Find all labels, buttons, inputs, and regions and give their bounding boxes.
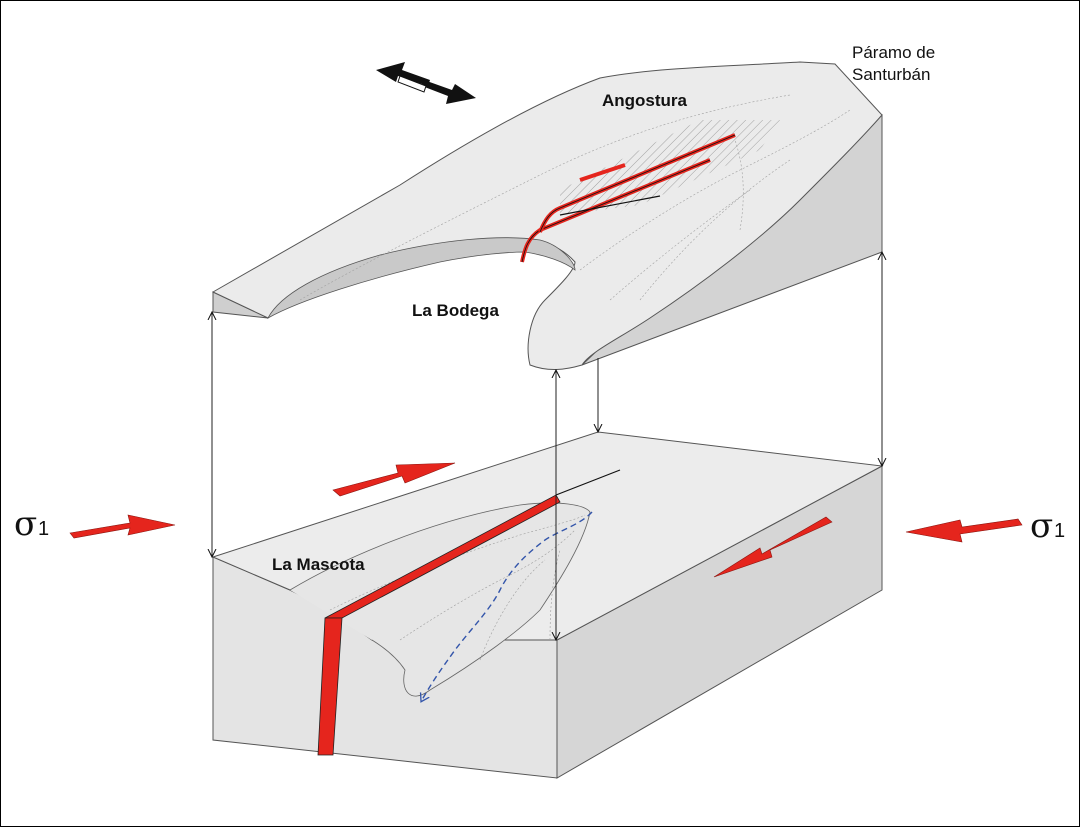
sigma-left-subscript: 1: [38, 518, 49, 540]
label-la-mascota: La Mascota: [272, 555, 365, 574]
shear-arrow-top-icon: [332, 462, 456, 497]
sigma-right-subscript: 1: [1054, 520, 1065, 542]
sigma-left-symbol: σ: [14, 504, 37, 544]
stress-arrow-right-icon: [905, 518, 1023, 543]
block-separation-arrows: [212, 252, 882, 640]
fault-plane-front: [317, 617, 343, 756]
label-la-bodega: La Bodega: [412, 301, 499, 320]
kinematic-double-arrow-icon: [376, 62, 476, 104]
upper-block: [211, 61, 883, 370]
lower-block: [211, 431, 884, 779]
shear-arrow-front-icon: [713, 516, 833, 578]
deformation-zone: [560, 120, 780, 215]
label-paramo-line2: Santurbán: [852, 65, 930, 84]
stress-arrow-left-icon: [69, 514, 176, 539]
la-bodega-valley-wall: [267, 237, 576, 320]
label-angostura: Angostura: [602, 91, 688, 110]
label-paramo-line1: Páramo de: [852, 43, 935, 62]
sigma-right-symbol: σ: [1030, 506, 1053, 546]
